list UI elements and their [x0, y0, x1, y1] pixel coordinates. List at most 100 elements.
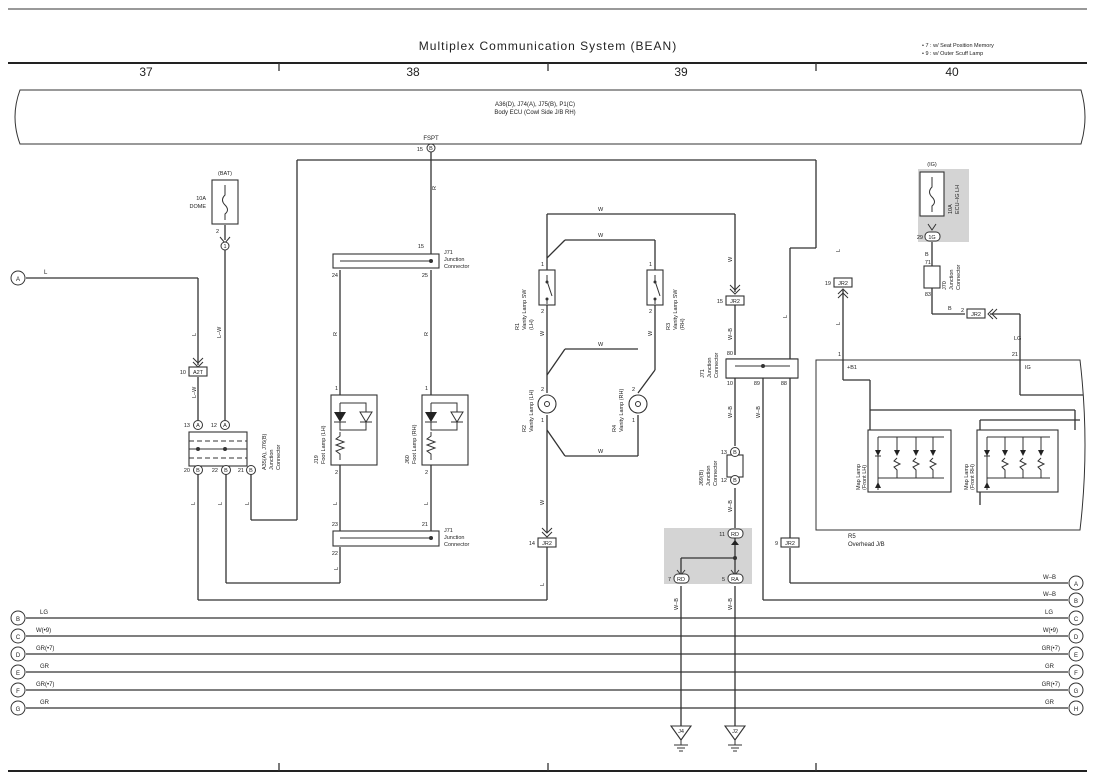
svg-text:Vanity Lamp SW: Vanity Lamp SW — [522, 289, 528, 330]
ecu-name: Body ECU (Cowl Side J/B RH) — [494, 110, 575, 116]
svg-text:21: 21 — [422, 522, 428, 528]
svg-text:L: L — [44, 270, 48, 276]
svg-text:J60: J60 — [405, 455, 411, 464]
svg-text:2: 2 — [632, 387, 635, 393]
svg-text:B: B — [16, 617, 20, 623]
svg-text:A: A — [196, 423, 200, 429]
svg-text:J69(B): J69(B) — [699, 470, 705, 486]
svg-text:89: 89 — [754, 381, 760, 387]
fuse-ecu-ig: (IG) 10A ECU–IG LH 1G 29 — [917, 162, 969, 242]
bus-lines — [26, 617, 1068, 709]
body-ecu: A36(D), J74(A), J75(B), P1(C) Body ECU (… — [14, 89, 1086, 145]
svg-text:2: 2 — [425, 470, 428, 476]
svg-text:25: 25 — [422, 273, 428, 279]
svg-text:1: 1 — [649, 262, 652, 268]
svg-text:RD: RD — [731, 532, 739, 538]
svg-text:D: D — [16, 653, 21, 659]
svg-text:Connector: Connector — [444, 264, 470, 270]
svg-text:J71: J71 — [700, 369, 706, 378]
svg-text:A2T: A2T — [193, 370, 204, 376]
svg-text:Map Lamp: Map Lamp — [856, 464, 862, 490]
svg-text:Connector: Connector — [276, 444, 282, 470]
svg-text:L: L — [245, 502, 251, 505]
svg-text:L: L — [540, 583, 546, 586]
svg-text:L–W: L–W — [192, 386, 198, 398]
svg-text:W–B: W–B — [1043, 592, 1056, 598]
svg-text:G: G — [1074, 689, 1079, 695]
svg-text:24: 24 — [332, 273, 338, 279]
svg-text:12: 12 — [211, 423, 217, 429]
ground-splice-block: RD 11 RD 7 RA 5 — [664, 528, 752, 584]
svg-text:W: W — [648, 330, 654, 336]
svg-text:W–B: W–B — [1043, 575, 1056, 581]
svg-text:DOME: DOME — [190, 204, 207, 210]
svg-text:Vanity Lamp SW: Vanity Lamp SW — [673, 289, 679, 330]
right-bus-connectors: A W–B B W–B C LG D W(•9) E GR(•7) F GR G… — [1042, 575, 1084, 716]
svg-text:R5: R5 — [848, 534, 856, 540]
svg-text:B: B — [1074, 599, 1078, 605]
svg-text:C: C — [16, 635, 21, 641]
svg-text:W–B: W–B — [728, 598, 734, 610]
svg-text:71: 71 — [925, 260, 931, 266]
svg-text:C: C — [1074, 617, 1079, 623]
foot-lamp-rh: 1 2 J60 Foot Lamp (RH) — [405, 386, 469, 476]
svg-text:B: B — [196, 468, 200, 474]
svg-text:+B1: +B1 — [847, 365, 857, 371]
svg-text:2: 2 — [541, 387, 544, 393]
svg-text:29: 29 — [917, 235, 923, 241]
svg-text:B: B — [733, 478, 737, 484]
page-title: Multiplex Communication System (BEAN) — [419, 39, 677, 53]
svg-text:Connector: Connector — [713, 460, 719, 486]
svg-text:10: 10 — [727, 381, 733, 387]
column-number: 37 — [139, 65, 153, 79]
junction-j71-mid: 80 10 89 88 J71 Junction Connector — [700, 351, 799, 387]
svg-text:B: B — [249, 468, 253, 474]
svg-text:W: W — [728, 256, 734, 262]
svg-text:A: A — [16, 277, 20, 283]
svg-text:L: L — [218, 502, 224, 505]
svg-text:GR(•7): GR(•7) — [1042, 682, 1060, 688]
svg-text:J70: J70 — [942, 281, 948, 290]
svg-text:A35(A), J76(B): A35(A), J76(B) — [262, 433, 268, 470]
svg-text:7: 7 — [668, 577, 671, 583]
svg-text:R2: R2 — [522, 425, 528, 432]
svg-text:L: L — [836, 322, 842, 325]
svg-text:R: R — [432, 186, 438, 190]
svg-text:10: 10 — [180, 370, 186, 376]
svg-text:JR2: JR2 — [730, 299, 740, 305]
svg-text:14: 14 — [529, 541, 535, 547]
svg-text:L: L — [334, 567, 340, 570]
svg-text:W: W — [540, 330, 546, 336]
svg-text:W–B: W–B — [728, 328, 734, 340]
svg-text:GR: GR — [1045, 664, 1055, 670]
svg-text:L: L — [836, 249, 842, 252]
svg-text:R3: R3 — [666, 323, 672, 330]
svg-text:GR(•7): GR(•7) — [36, 682, 54, 688]
svg-text:19: 19 — [825, 281, 831, 287]
connector-jr2-9: JR2 9 — [775, 537, 800, 548]
column-number: 38 — [406, 65, 420, 79]
vanity-lamp-rh: 2 1 R4 Vanity Lamp (RH) — [612, 387, 648, 432]
svg-text:W: W — [540, 499, 546, 505]
svg-text:JR2: JR2 — [838, 281, 848, 287]
svg-text:11: 11 — [719, 532, 725, 538]
svg-text:1: 1 — [632, 418, 635, 424]
svg-text:L: L — [333, 502, 339, 505]
ecu-pin-label: FSPT — [423, 136, 439, 142]
svg-text:B: B — [733, 450, 737, 456]
svg-text:22: 22 — [332, 551, 338, 557]
junction-j71-top: 15 24 25 J71 Junction Connector — [332, 244, 470, 279]
svg-text:1: 1 — [541, 418, 544, 424]
svg-text:E: E — [1074, 653, 1078, 659]
svg-text:JR2: JR2 — [785, 541, 795, 547]
svg-text:88: 88 — [781, 381, 787, 387]
svg-text:W(•9): W(•9) — [1043, 628, 1058, 634]
svg-text:2: 2 — [335, 470, 338, 476]
svg-text:10A: 10A — [196, 196, 206, 202]
svg-text:Foot Lamp (LH): Foot Lamp (LH) — [321, 425, 327, 464]
svg-text:(BAT): (BAT) — [218, 171, 232, 177]
svg-text:83: 83 — [925, 292, 931, 298]
svg-text:Junction: Junction — [707, 358, 713, 379]
svg-text:1: 1 — [425, 386, 428, 392]
